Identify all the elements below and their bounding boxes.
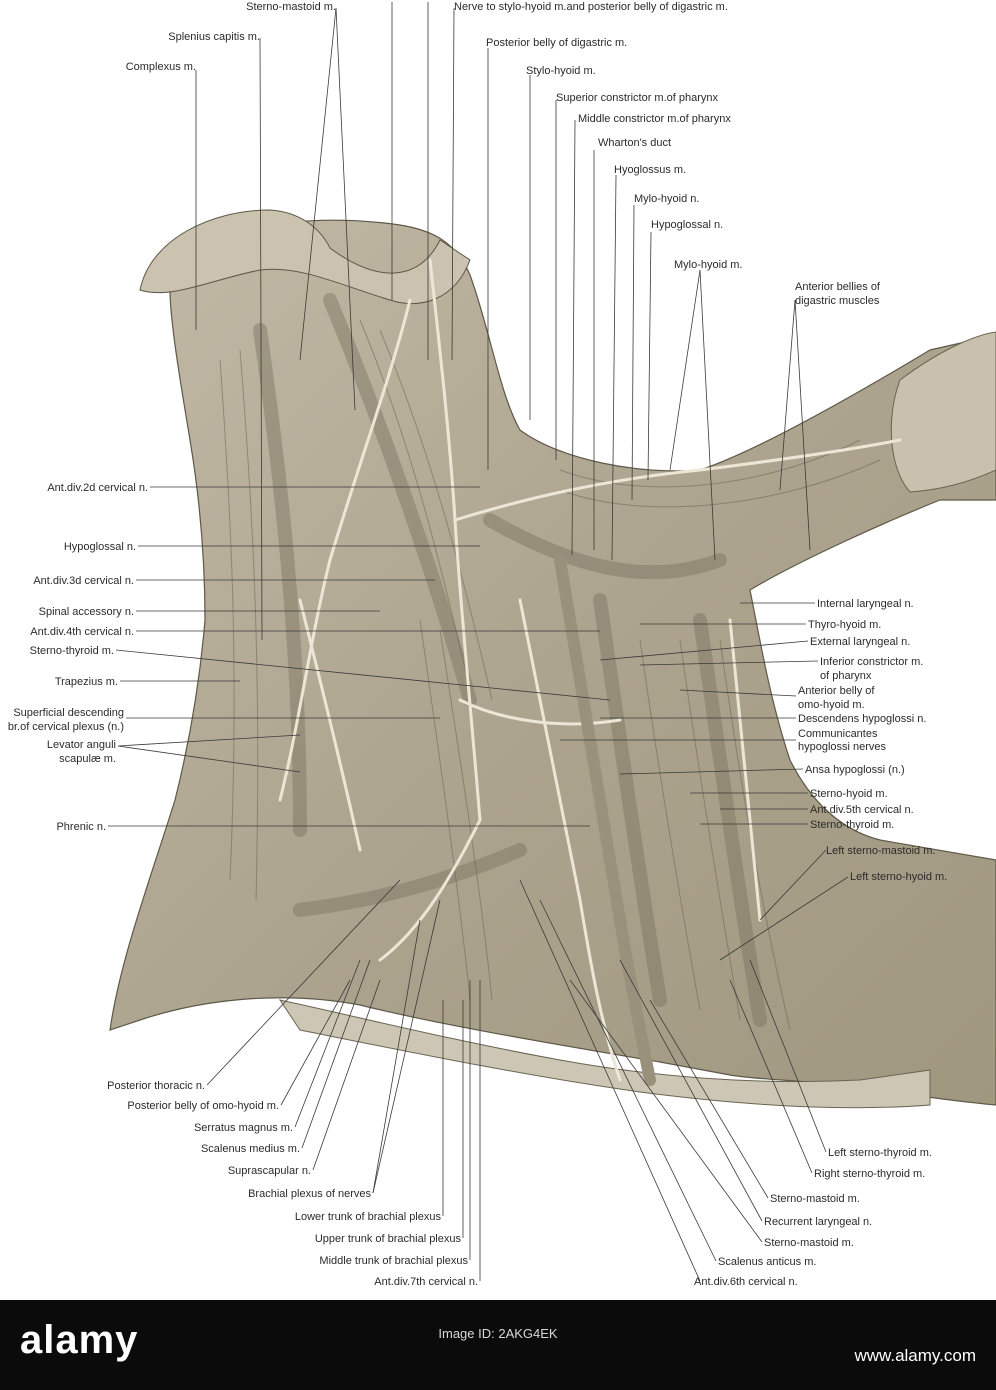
- label-posterior-belly-omohyoid: Posterior belly of omo-hyoid m.: [127, 1100, 279, 1112]
- carotid-vessel: [554, 554, 656, 1086]
- muscle-bands: [253, 293, 767, 1027]
- leader-lines: [108, 2, 849, 1282]
- label-ant-div-6th: Ant.div.6th cervical n.: [694, 1276, 798, 1288]
- label-recurrent-laryngeal: Recurrent laryngeal n.: [764, 1216, 872, 1228]
- nerves-and-vessels: [278, 258, 902, 1082]
- label-nerve-stylohyoid: Nerve to stylo-hyoid m.and posterior bel…: [454, 1, 728, 13]
- label-descendens: Descendens hypoglossi n.: [798, 713, 926, 725]
- label-sterno-mastoid-b2: Sterno-mastoid m.: [764, 1237, 854, 1249]
- label-scalenus-anticus: Scalenus anticus m.: [718, 1256, 816, 1268]
- label-right-sterno-thyroid: Right sterno-thyroid m.: [814, 1168, 925, 1180]
- label-thyro-hyoid: Thyro-hyoid m.: [808, 619, 881, 631]
- label-scalenus-medius: Scalenus medius m.: [201, 1143, 300, 1155]
- label-anterior-belly-omohyoid-2: omo-hyoid m.: [798, 699, 865, 711]
- labels-left: Ant.div.2d cervical n. Hypoglossal n. An…: [8, 482, 148, 833]
- label-left-sterno-thyroid: Left sterno-thyroid m.: [828, 1147, 932, 1159]
- label-hyoglossus: Hyoglossus m.: [614, 164, 686, 176]
- label-inferior-constrictor-2: of pharynx: [820, 670, 872, 682]
- label-anterior-bellies-2: digastric muscles: [795, 295, 880, 307]
- label-superficial-descending-1: Superficial descending: [13, 707, 124, 719]
- label-sterno-mastoid-b1: Sterno-mastoid m.: [770, 1193, 860, 1205]
- labels-right: Internal laryngeal n. Thyro-hyoid m. Ext…: [798, 598, 947, 883]
- label-lower-trunk: Lower trunk of brachial plexus: [295, 1211, 442, 1223]
- label-suprascapular: Suprascapular n.: [228, 1165, 311, 1177]
- label-whartons-duct: Wharton's duct: [598, 137, 671, 149]
- label-ant-div-3d: Ant.div.3d cervical n.: [33, 575, 134, 587]
- label-internal-laryngeal: Internal laryngeal n.: [817, 598, 914, 610]
- label-trapezius: Trapezius m.: [55, 676, 118, 688]
- label-external-laryngeal: External laryngeal n.: [810, 636, 910, 648]
- labels-top: Sterno-mastoid m. Nerve to stylo-hyoid m…: [126, 1, 881, 307]
- label-ant-div-2d: Ant.div.2d cervical n.: [47, 482, 148, 494]
- labels-bottom-right: Left sterno-thyroid m. Right sterno-thyr…: [694, 1147, 932, 1288]
- label-ant-div-5th: Ant.div.5th cervical n.: [810, 804, 914, 816]
- label-sterno-hyoid-right: Sterno-hyoid m.: [810, 788, 888, 800]
- label-communicantes-2: hypoglossi nerves: [798, 741, 887, 753]
- label-serratus: Serratus magnus m.: [194, 1122, 293, 1134]
- label-levator-1: Levator anguli: [47, 739, 116, 751]
- image-id: Image ID: 2AKG4EK: [438, 1326, 558, 1341]
- watermark-logo: alamy: [20, 1318, 139, 1362]
- label-hypoglossal-left: Hypoglossal n.: [64, 541, 136, 553]
- label-spinal-accessory: Spinal accessory n.: [39, 606, 134, 618]
- label-middle-constrictor: Middle constrictor m.of pharynx: [578, 113, 731, 125]
- label-superior-constrictor: Superior constrictor m.of pharynx: [556, 92, 719, 104]
- label-hypoglossal-top: Hypoglossal n.: [651, 219, 723, 231]
- label-middle-trunk: Middle trunk of brachial plexus: [319, 1255, 468, 1267]
- label-anterior-belly-omohyoid-1: Anterior belly of: [798, 685, 875, 697]
- label-upper-trunk: Upper trunk of brachial plexus: [315, 1233, 462, 1245]
- label-superficial-descending-2: br.of cervical plexus (n.): [8, 721, 124, 733]
- label-inferior-constrictor-1: Inferior constrictor m.: [820, 656, 923, 668]
- label-complexus: Complexus m.: [126, 61, 196, 73]
- ear-skin-flap: [139, 209, 471, 305]
- neck-dissection-illustration: Sterno-mastoid m. Nerve to stylo-hyoid m…: [8, 1, 996, 1288]
- neck-silhouette: [109, 219, 996, 1106]
- chin: [890, 331, 996, 493]
- label-phrenic: Phrenic n.: [56, 821, 106, 833]
- label-ansa: Ansa hypoglossi (n.): [805, 764, 905, 776]
- label-posterior-belly-digastric: Posterior belly of digastric m.: [486, 37, 627, 49]
- label-splenius: Splenius capitis m.: [168, 31, 260, 43]
- label-communicantes-1: Communicantes: [798, 728, 878, 740]
- label-sterno-thyroid-right: Sterno-thyroid m.: [810, 819, 894, 831]
- watermark-bar: [0, 1300, 996, 1390]
- muscle-striations: [219, 319, 881, 1031]
- site-url: www.alamy.com: [854, 1346, 976, 1365]
- label-sterno-thyroid-left: Sterno-thyroid m.: [30, 645, 114, 657]
- label-left-sterno-hyoid: Left sterno-hyoid m.: [850, 871, 947, 883]
- label-brachial-plexus: Brachial plexus of nerves: [248, 1188, 371, 1200]
- label-anterior-bellies-1: Anterior bellies of: [795, 281, 881, 293]
- label-stylo-hyoid: Stylo-hyoid m.: [526, 65, 596, 77]
- label-posterior-thoracic: Posterior thoracic n.: [107, 1080, 205, 1092]
- label-mylo-hyoid-n: Mylo-hyoid n.: [634, 193, 699, 205]
- label-left-sterno-mastoid: Left sterno-mastoid m.: [826, 845, 935, 857]
- label-ant-div-4th: Ant.div.4th cervical n.: [30, 626, 134, 638]
- label-mylo-hyoid-m: Mylo-hyoid m.: [674, 259, 742, 271]
- label-sterno-mastoid-top: Sterno-mastoid m.: [246, 1, 336, 13]
- labels-bottom-left: Posterior thoracic n. Posterior belly of…: [107, 1080, 478, 1288]
- label-levator-2: scapulæ m.: [59, 753, 116, 765]
- label-ant-div-7th: Ant.div.7th cervical n.: [374, 1276, 478, 1288]
- clavicle-skin-fold: [278, 999, 931, 1109]
